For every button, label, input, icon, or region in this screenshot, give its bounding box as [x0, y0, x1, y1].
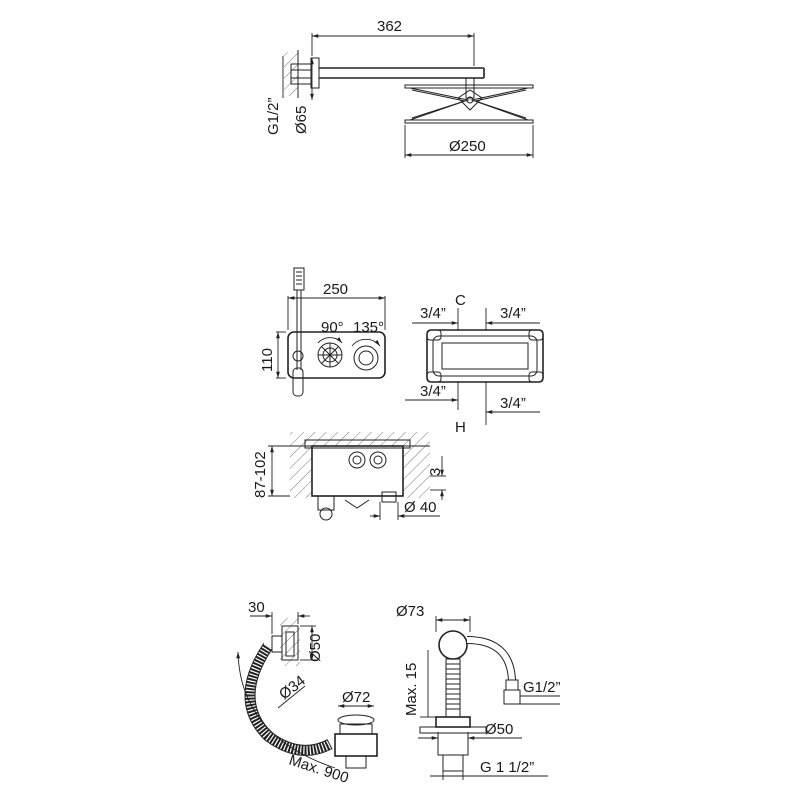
dim-rose-depth: 30: [248, 599, 265, 616]
waste-body: [334, 733, 378, 757]
overflow-hose: [244, 642, 333, 756]
dim-mixer-width: 250: [323, 281, 348, 298]
dim-ball-diameter: Ø73: [396, 603, 424, 620]
dim-arm-length: 362: [377, 18, 402, 35]
dim-thread: G1/2”: [265, 97, 282, 135]
dim-waste-thread: G 1 1/2”: [480, 759, 534, 776]
dim-hose-diameter: Ø34: [276, 672, 309, 703]
shower-head: [404, 84, 534, 124]
dim-hose-length: Max. 900: [287, 752, 351, 787]
dim-base-diameter: Ø50: [485, 721, 513, 738]
dim-clearance: 3: [427, 468, 444, 476]
dim-max-height: Max. 15: [403, 663, 420, 716]
bath-waste-front-view: Ø73 G1/2” Max. 15 Ø50: [396, 603, 561, 780]
bath-waste-view: 30 Ø50 Ø34 Ø72 Max. 900: [236, 599, 378, 787]
dim-rose-diameter: Ø50: [307, 634, 324, 662]
dim-outlet-diameter: Ø 40: [404, 499, 437, 516]
dim-connector-thread: G1/2”: [523, 679, 561, 696]
hose-connector: [503, 689, 521, 705]
overflow-ball: [438, 630, 468, 660]
inlet-bottom-right: 3/4”: [500, 395, 526, 412]
temp-knob: [353, 345, 379, 371]
hot-mark: H: [455, 419, 466, 436]
angle-right: 135°: [353, 319, 384, 336]
mixer-plate: [287, 331, 386, 379]
installation-box: [426, 329, 544, 383]
vertical-hose: [445, 658, 461, 718]
inlet-top-left: 3/4”: [420, 305, 446, 322]
dim-mixer-height: 110: [259, 348, 276, 372]
dim-wall-depth: 87-102: [252, 451, 269, 498]
waste-base: [419, 726, 487, 734]
angle-left: 90°: [321, 319, 344, 336]
mixer-front-view: 250 90° 135° 110: [259, 267, 386, 397]
box-section: [311, 445, 404, 497]
mixer-section-view: 87-102 3 Ø 40: [252, 432, 446, 521]
mixer-box-view: 3/4” 3/4” C 3/4” 3/4” H: [405, 292, 544, 436]
dim-head-diameter: Ø250: [449, 138, 486, 155]
dim-plug-diameter: Ø72: [342, 689, 370, 706]
shower-head-view: 362 G1/2” Ø65 Ø250: [265, 18, 534, 158]
cold-mark: C: [455, 292, 466, 309]
inlet-top-right: 3/4”: [500, 305, 526, 322]
hand-shower: [293, 267, 305, 291]
plug: [337, 714, 375, 726]
inlet-bottom-left: 3/4”: [420, 383, 446, 400]
dim-flange-diameter: Ø65: [293, 106, 310, 134]
